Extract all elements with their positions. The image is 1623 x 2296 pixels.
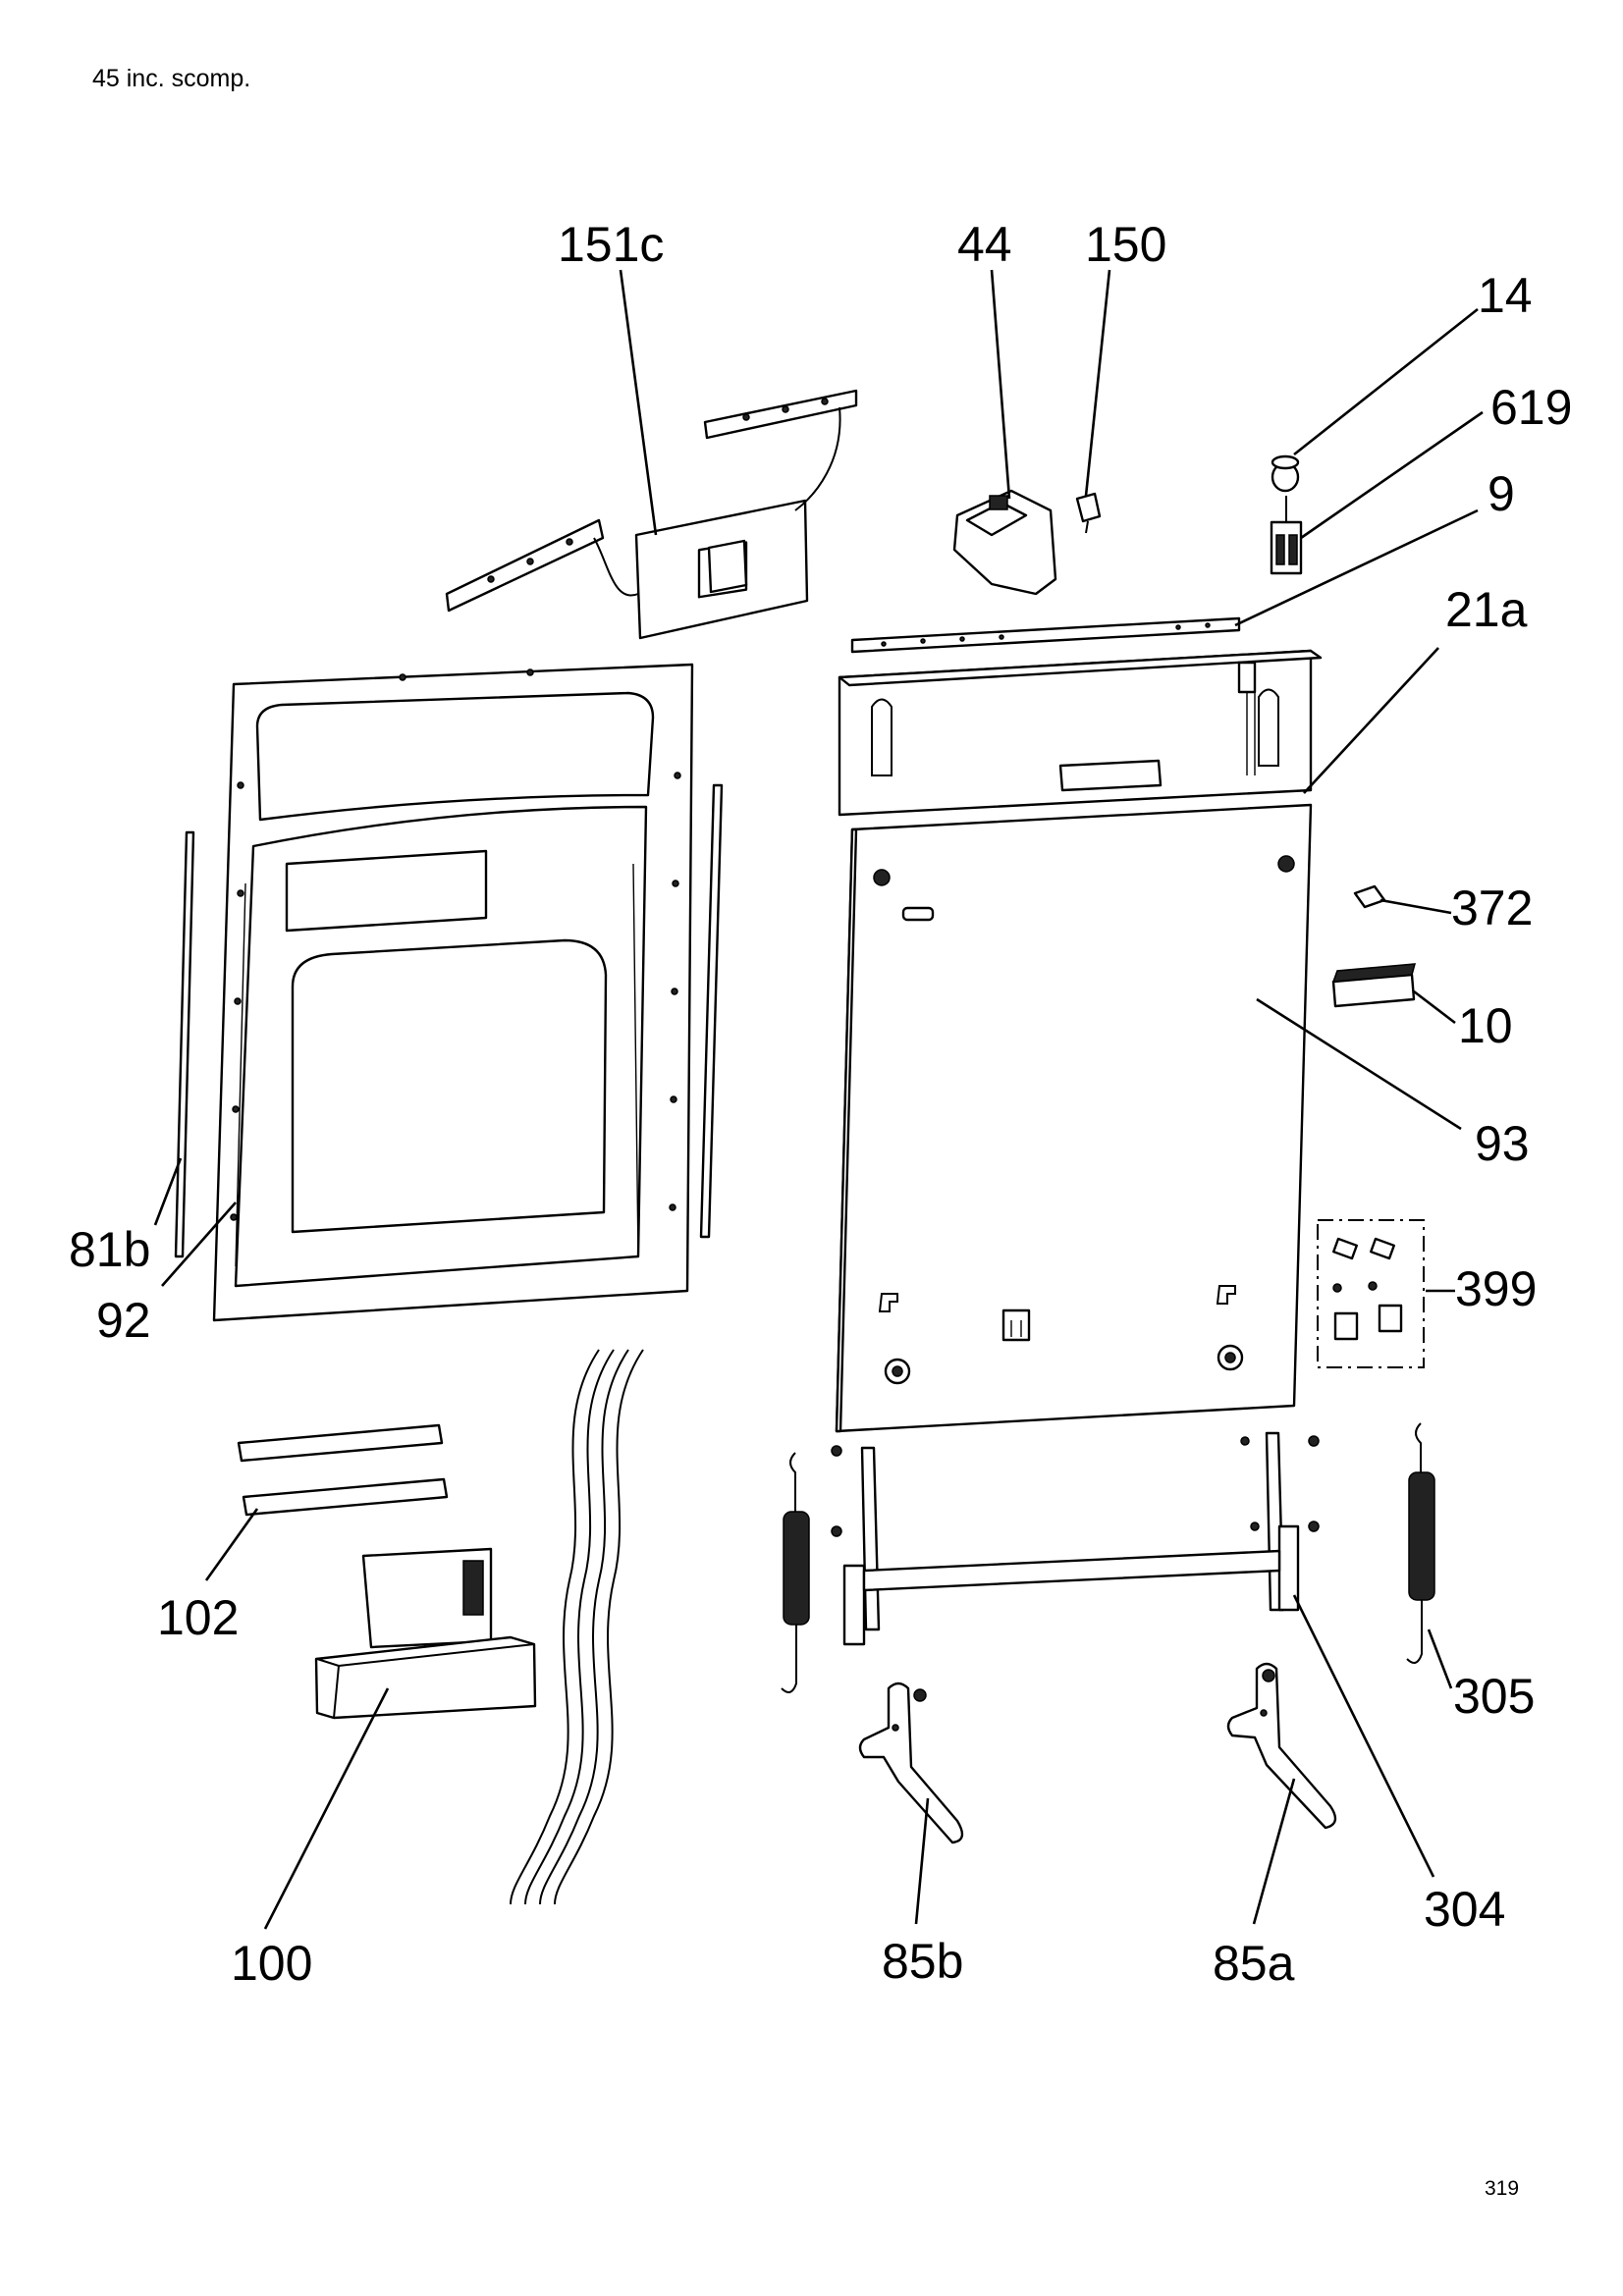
drain-hoses <box>510 1349 644 1905</box>
part-619-selector <box>1270 496 1303 575</box>
part-44-door-lock <box>952 489 1057 596</box>
callout-labels: 151c 44 150 14 619 9 21a 372 10 93 399 8… <box>69 217 1572 1991</box>
callout-151c: 151c <box>558 217 664 272</box>
leader-lines <box>153 269 1484 1930</box>
callout-21a: 21a <box>1445 582 1528 637</box>
callout-150: 150 <box>1085 217 1166 272</box>
part-21a-control-panel <box>838 649 1323 817</box>
callout-14: 14 <box>1478 268 1533 323</box>
callout-102: 102 <box>157 1590 239 1645</box>
callout-372: 372 <box>1451 881 1533 935</box>
part-150-switch <box>1075 492 1102 534</box>
part-92-inner-liner <box>212 663 694 1322</box>
callout-304: 304 <box>1424 1882 1505 1937</box>
part-399-hardware-kit <box>1317 1219 1425 1368</box>
callout-44: 44 <box>957 217 1012 272</box>
callout-93: 93 <box>1475 1116 1530 1171</box>
part-304-hinge-bar <box>831 1431 1320 1646</box>
part-151c-control-board <box>445 389 858 640</box>
part-93-outer-door <box>835 803 1313 1433</box>
part-10-handle <box>1331 963 1417 1008</box>
page-number: 319 <box>1485 2177 1520 2200</box>
callout-81b: 81b <box>69 1222 150 1277</box>
callout-85b: 85b <box>882 1934 963 1989</box>
part-85a-hinge-arm <box>1226 1662 1337 1830</box>
callout-9: 9 <box>1488 466 1515 521</box>
callout-619: 619 <box>1490 380 1572 435</box>
part-14-knob <box>1271 454 1300 493</box>
part-81b-side-seals <box>174 783 724 1258</box>
part-305-springs <box>781 1422 1435 1693</box>
part-372-clip <box>1353 884 1386 909</box>
part-9-front-strip <box>850 616 1241 654</box>
part-85b-hinge-arm <box>858 1682 964 1844</box>
page-header: 45 inc. scomp. <box>92 65 251 92</box>
part-102-brackets <box>237 1423 449 1517</box>
callout-399: 399 <box>1455 1261 1537 1316</box>
callout-85a: 85a <box>1213 1936 1295 1991</box>
callout-305: 305 <box>1453 1669 1535 1724</box>
callout-100: 100 <box>231 1936 312 1991</box>
callout-92: 92 <box>96 1293 151 1348</box>
callout-10: 10 <box>1458 998 1513 1053</box>
part-100-box <box>314 1547 537 1720</box>
